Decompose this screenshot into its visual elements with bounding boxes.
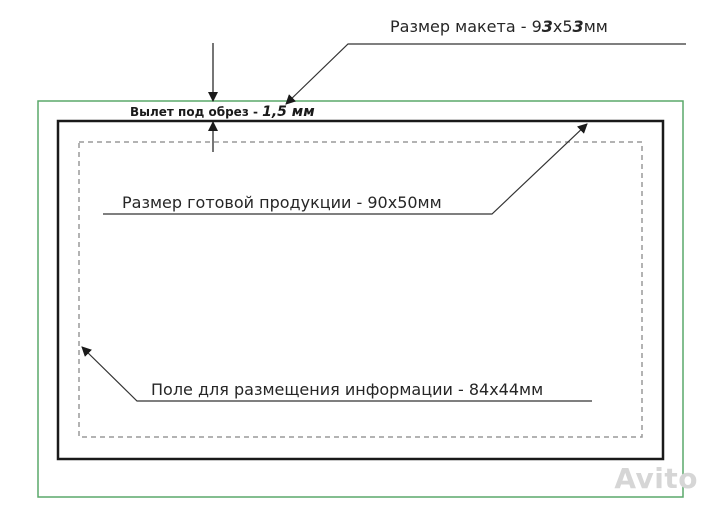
leader-finished-size	[103, 123, 588, 215]
bleed-label: Вылет под обрез - 1,5 мм	[130, 104, 315, 120]
bleed-value: 1,5 мм	[262, 104, 315, 120]
trim-border	[56, 119, 665, 461]
leader-info-area	[81, 346, 592, 402]
layout-border	[37, 100, 684, 498]
finished-size-label: Размер готовой продукции - 90х50мм	[122, 193, 442, 212]
avito-watermark: Avito	[614, 462, 698, 495]
info-area-label: Поле для размещения информации - 84х44мм	[151, 380, 544, 399]
leader-layout-size	[285, 43, 686, 105]
safe-zone-border	[78, 141, 643, 438]
layout-size-label: Размер макета - 93х53мм	[390, 17, 608, 36]
